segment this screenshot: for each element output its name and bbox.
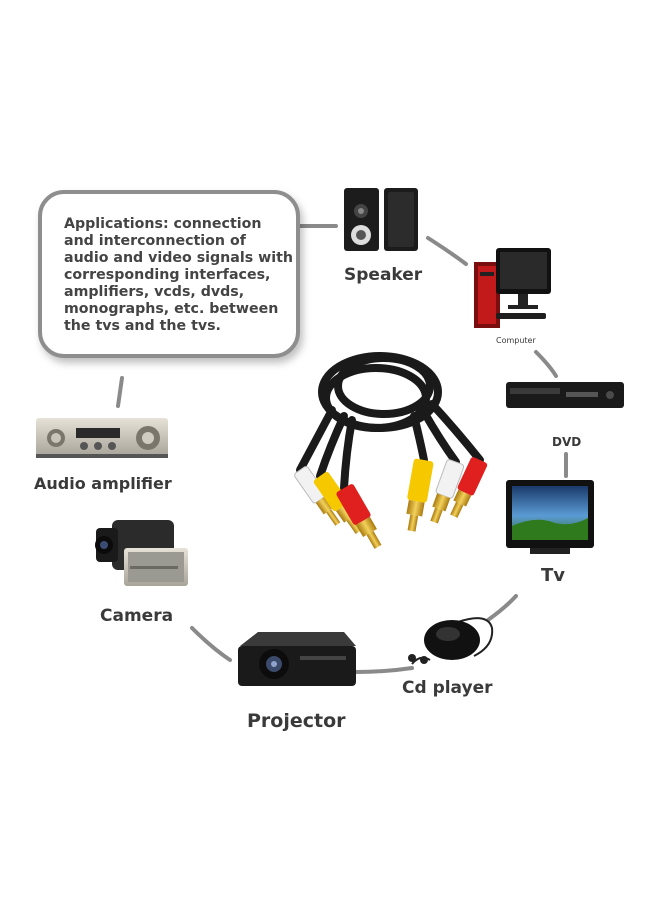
audio-amplifier-label: Audio amplifier: [34, 474, 172, 493]
speaker-label: Speaker: [344, 265, 423, 285]
left-plug-red: [336, 484, 382, 549]
cd-player-label: Cd player: [402, 678, 493, 698]
camera-label: Camera: [100, 606, 174, 626]
line-box-amplifier: [116, 376, 124, 408]
projector-icon: [238, 632, 356, 686]
line-computer-dvd: [534, 350, 558, 378]
speaker-icon: [344, 188, 418, 251]
projector-label: Projector: [247, 710, 346, 732]
tv-label: Tv: [541, 565, 566, 586]
connector-lines: [116, 224, 568, 674]
line-cdplayer-projector: [354, 666, 414, 674]
cd-player-icon: [408, 617, 494, 665]
line-speaker-computer: [426, 236, 468, 266]
left-plug-white: [294, 466, 341, 526]
computer-icon: [474, 248, 551, 328]
tv-icon: [506, 480, 594, 554]
av-cable-icon: [294, 352, 488, 549]
audio-amplifier-icon: [36, 418, 168, 458]
computer-label: Computer: [496, 336, 536, 345]
right-plug-red: [450, 457, 488, 518]
applications-text: Applications: connection and interconnec…: [64, 216, 293, 334]
line-projector-camera: [190, 626, 232, 662]
right-plug-yellow: [406, 458, 434, 532]
camera-icon: [95, 520, 188, 586]
applications-info-box: Applications: connection and interconnec…: [38, 190, 300, 358]
dvd-player-icon: [506, 382, 624, 408]
line-tv-cdplayer: [486, 594, 518, 622]
right-plug-white: [430, 459, 465, 524]
dvd-label: DVD: [552, 435, 582, 449]
